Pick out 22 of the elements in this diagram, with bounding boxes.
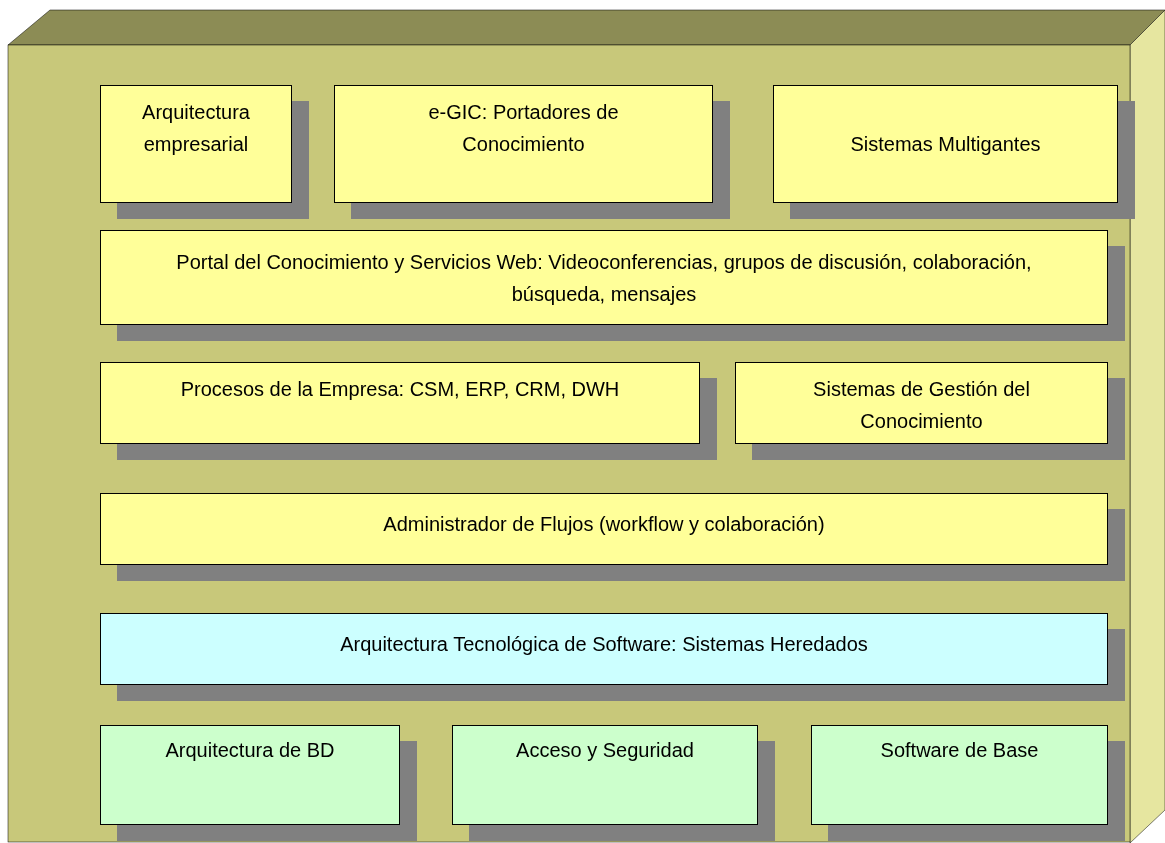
layer-box xyxy=(100,493,1108,565)
layer-label: Procesos de la Empresa: CSM, ERP, CRM, DWH xyxy=(180,377,620,402)
layer-label: Arquitectura de BD xyxy=(165,738,335,763)
layer-box xyxy=(334,85,713,203)
layer-box xyxy=(100,230,1108,325)
layer-label: Acceso y Seguridad xyxy=(516,738,694,763)
layer-box xyxy=(773,85,1118,203)
layer-label: Portal del Conocimiento y Servicios Web: Videoconferencias, grupos de discusión, colaboración, búsqueda, mensajes xyxy=(175,249,1033,307)
layer-label: Sistemas de Gestión del Conocimiento xyxy=(812,377,1031,434)
layer-label: Arquitectura Tecnológica de Software: Sistemas Heredados xyxy=(340,632,868,657)
layer-box xyxy=(735,362,1108,444)
layer-box xyxy=(452,725,758,825)
layer-box xyxy=(100,613,1108,685)
layer-label: Administrador de Flujos (workflow y colaboración) xyxy=(383,512,825,537)
layer-box xyxy=(100,362,700,444)
layer-label: e-GIC: Portadores de Conocimiento xyxy=(427,100,620,157)
layer-label: Software de Base xyxy=(880,738,1039,763)
layer-label: Sistemas Multigantes xyxy=(850,132,1041,157)
layer-box xyxy=(100,85,292,203)
layer-box xyxy=(100,725,400,825)
layer-box xyxy=(811,725,1108,825)
layer-label: Arquitectura empresarial xyxy=(141,100,251,157)
